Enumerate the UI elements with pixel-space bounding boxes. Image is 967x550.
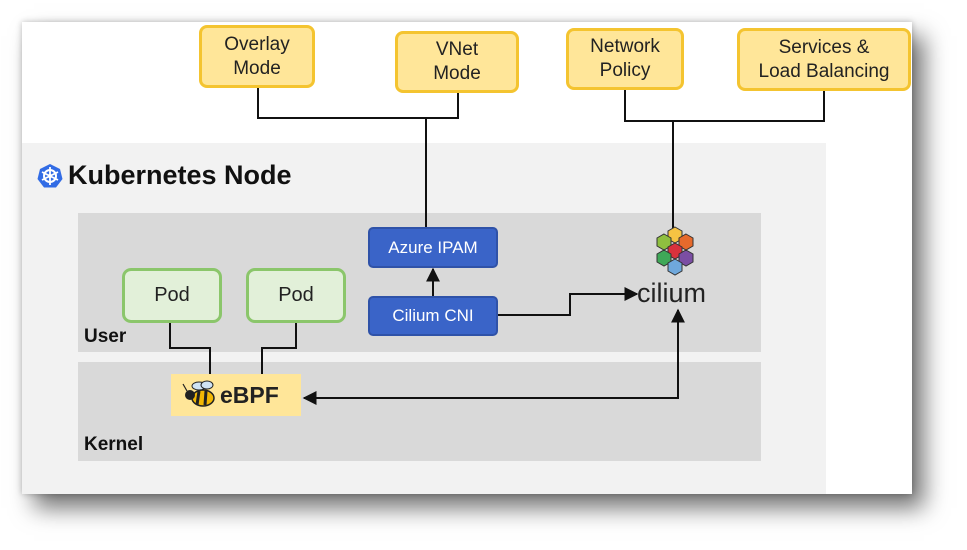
overlay-vnet-connector — [257, 88, 459, 119]
services-load-balancing-box: Services & Load Balancing — [737, 28, 911, 91]
azure-ipam-box: Azure IPAM — [368, 227, 498, 268]
user-layer-label: User — [84, 326, 127, 347]
cilium-label: cilium — [637, 278, 707, 308]
cilium-cni-box: Cilium CNI — [368, 296, 498, 336]
kubernetes-icon — [37, 164, 63, 188]
vnet-mode-box: VNet Mode — [395, 31, 519, 93]
pod2-to-ebpf — [261, 322, 297, 374]
ebpf-label: eBPF — [220, 381, 279, 408]
ebpf-cilium-arrow — [302, 308, 685, 405]
page-title: Kubernetes Node — [68, 160, 292, 190]
network-policy-box: Network Policy — [566, 28, 684, 90]
ebpf-box: eBPF — [171, 374, 301, 416]
policy-services-connector — [624, 90, 825, 122]
kernel-layer-label: Kernel — [84, 434, 144, 455]
bee-icon — [182, 380, 215, 407]
pod-box: Pod — [246, 268, 346, 323]
cilium-logo-icon — [656, 226, 694, 276]
overlay-mode-box: Overlay Mode — [199, 25, 315, 88]
pod-box: Pod — [122, 268, 222, 323]
cni-to-cilium-arrow — [497, 287, 639, 316]
pod1-to-ebpf — [169, 322, 211, 374]
